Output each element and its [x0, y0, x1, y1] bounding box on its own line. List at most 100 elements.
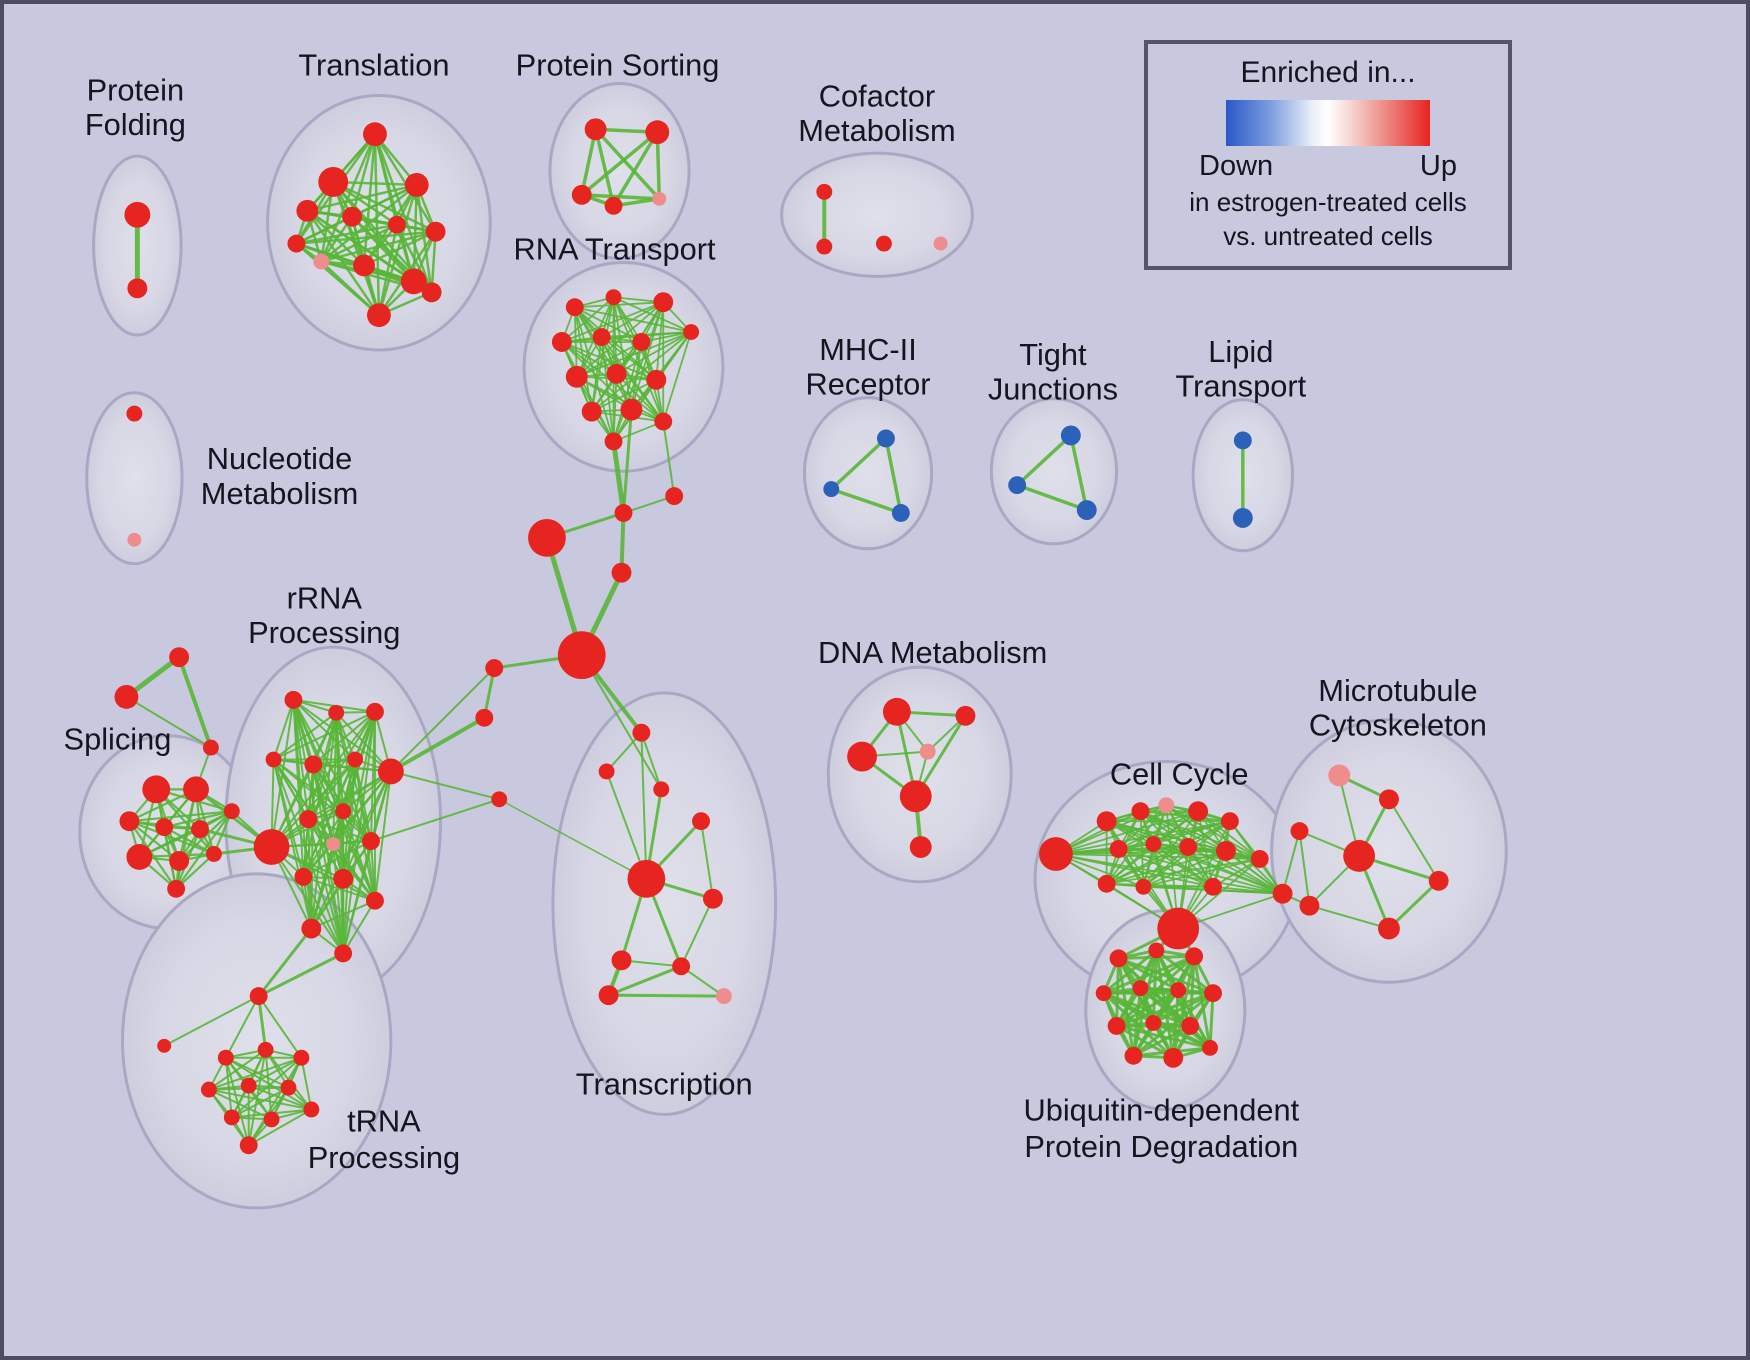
edge-ub3-ub4	[1102, 954, 1196, 995]
node-tx5	[627, 859, 666, 898]
cluster-label-lipid-transport: Lipid	[1208, 334, 1273, 369]
node-rr7	[377, 758, 404, 785]
node-rt5	[551, 332, 572, 352]
node-ub2	[1148, 942, 1165, 959]
node-tn9	[263, 1111, 280, 1128]
node-tr11	[367, 303, 391, 328]
node-tx4	[692, 812, 710, 831]
edge-tn4-tn6	[247, 1056, 303, 1087]
edge-rr4-rr16	[272, 758, 313, 930]
edge-ch9-rr7	[389, 770, 501, 801]
node-tx3	[653, 781, 670, 798]
edge-mhc2-mhc3	[829, 487, 903, 515]
node-mc6	[1299, 895, 1320, 916]
edge-tr5-tr13	[295, 215, 354, 245]
cluster-ellipse-mhc-ii-receptor	[802, 396, 934, 551]
edge-ch7-rr7	[388, 715, 487, 774]
node-dm1	[882, 697, 911, 726]
edge-tr7-tr9	[362, 230, 437, 267]
edge-cc10-cc13	[1142, 850, 1227, 888]
cluster-label-trna-processing: tRNA	[347, 1103, 421, 1138]
edge-cc10-cc12	[1105, 850, 1227, 885]
edge-tr3-tr4	[306, 183, 418, 213]
edge-cc11-cc13	[1142, 858, 1261, 888]
edge-tr7-tr13	[295, 230, 437, 245]
node-rr6	[347, 751, 364, 768]
cluster-label-tight-junctions: Tight	[1019, 337, 1087, 372]
edge-rr3-rr14	[342, 710, 376, 880]
node-tr13	[287, 234, 306, 253]
edge-tx2-tx5	[605, 770, 648, 880]
edge-cc4-cc7	[1117, 804, 1168, 850]
edge-cc3-cc9	[1139, 810, 1190, 848]
node-cc13	[1135, 878, 1152, 895]
node-cc3	[1131, 802, 1150, 821]
node-sp7	[126, 844, 153, 870]
node-rr13	[294, 867, 313, 886]
node-dm6	[909, 836, 932, 858]
edge-cc11-cc12	[1105, 858, 1261, 885]
cluster-label-protein-folding: Folding	[85, 107, 186, 142]
edge-tr6-tr11	[377, 223, 399, 317]
node-fn3	[202, 739, 219, 756]
node-dm2	[955, 705, 976, 726]
cluster-label-mhc-ii-receptor: MHC-II	[819, 332, 917, 367]
node-ub9	[1145, 1015, 1162, 1031]
node-tr1	[363, 122, 387, 147]
node-cm4	[933, 236, 948, 251]
node-ps5	[652, 191, 667, 206]
node-rr11	[326, 837, 341, 851]
edge-tr1-tr11	[373, 132, 381, 317]
node-tr2	[318, 167, 349, 197]
node-cc9	[1179, 838, 1198, 856]
cluster-label-ubiquitin-protein-degradation: Protein Degradation	[1024, 1129, 1298, 1164]
edge-tn5-tn10	[207, 1088, 313, 1111]
edge-rr12-rr15	[369, 840, 376, 902]
node-rt2	[605, 289, 622, 306]
node-rt10	[646, 369, 667, 390]
edge-rr10-rr13	[302, 810, 345, 878]
node-sp8	[169, 850, 190, 871]
node-cc6	[1220, 812, 1239, 831]
cluster-ellipse-microtubule-cytoskeleton	[1270, 718, 1508, 984]
cluster-label-trna-processing: Processing	[308, 1140, 460, 1175]
node-tx2	[598, 763, 615, 780]
node-ub1	[1109, 949, 1128, 968]
edge-rr13-rr15	[302, 875, 376, 902]
edge-sp3-sp10	[128, 820, 178, 890]
node-ub5	[1132, 980, 1149, 997]
edge-cc8-cc15	[1152, 843, 1214, 888]
edge-rt5-rt10	[560, 341, 658, 381]
node-tn10	[303, 1101, 320, 1118]
node-mc5	[1428, 870, 1449, 891]
node-ub12	[1163, 1047, 1184, 1068]
node-rt13	[654, 412, 673, 431]
edge-rt7-rt12	[630, 341, 643, 411]
edge-rr16-tn1	[257, 927, 313, 998]
cluster-label-dna-metabolism: DNA Metabolism	[818, 635, 1047, 670]
edge-tr2-tr7	[331, 180, 437, 233]
edge-rr6-rr9	[307, 758, 357, 821]
edge-sp4-sp6	[163, 810, 233, 829]
node-ub6	[1170, 982, 1187, 999]
cluster-label-protein-sorting: Protein Sorting	[516, 48, 720, 83]
edge-ub10-ub11	[1131, 1024, 1192, 1058]
node-fn2	[114, 684, 139, 709]
cluster-ellipse-tight-junctions	[989, 397, 1119, 546]
edge-mc6-mc7	[1308, 904, 1390, 930]
node-sp10	[167, 879, 186, 898]
edge-rt14-ch2	[611, 438, 626, 516]
edge-cc5-cc13	[1142, 810, 1199, 888]
node-sp6	[223, 803, 240, 820]
node-tx6	[703, 888, 723, 909]
node-tn8	[223, 1109, 240, 1126]
node-tr9	[353, 254, 375, 277]
edge-ub3-ub5	[1138, 954, 1196, 990]
node-ub7	[1204, 984, 1222, 1003]
legend-box: Enriched in... Down Up in estrogen-treat…	[1144, 40, 1512, 270]
node-sp2	[183, 776, 209, 803]
node-tr10	[400, 268, 427, 295]
node-rt9	[606, 363, 627, 384]
edge-tn4-tn5	[207, 1056, 303, 1091]
